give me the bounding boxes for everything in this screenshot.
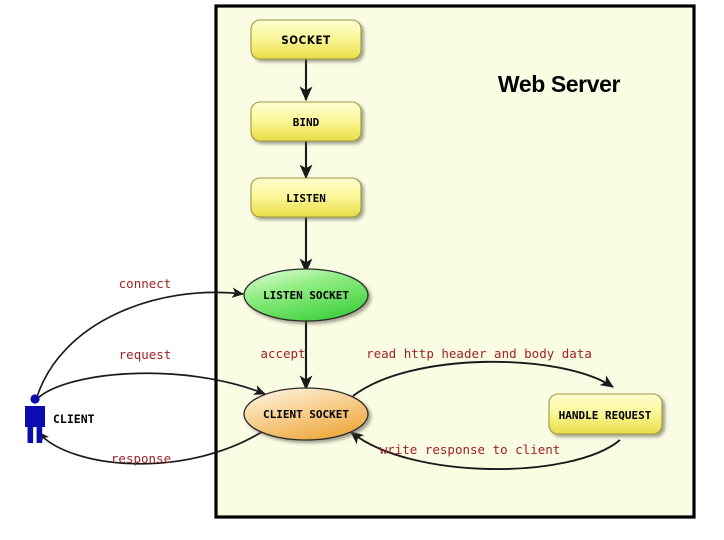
socket-box[interactable] [250,19,362,60]
edge-read-request [352,360,614,397]
handle-request-label: HANDLE REQUEST [559,409,652,422]
bind-box[interactable] [250,101,362,142]
listen-socket-label: LISTEN SOCKET [263,289,349,302]
web-server-container [214,4,696,519]
node-socket[interactable]: SOCKET [250,19,362,60]
edge-label-request: request [119,347,172,362]
edge-label-accept: accept [260,346,305,361]
arrow-request [35,372,266,401]
client-leg-right-icon [36,426,43,443]
listen-box[interactable] [250,177,362,218]
client-actor[interactable]: CLIENT [25,394,95,443]
client-actor-label: CLIENT [53,412,95,426]
client-leg-left-icon [27,426,34,443]
listen-socket-ellipse[interactable] [243,268,369,322]
node-client-socket[interactable]: CLIENT SOCKET [243,387,369,441]
edge-label-connect: connect [119,276,172,291]
edge-write-response [350,431,621,470]
web-server-title: Web Server [498,71,621,97]
edge-label-response: response [111,451,171,466]
node-listen-socket[interactable]: LISTEN SOCKET [243,268,369,322]
edge-connect [35,287,244,401]
edge-response [37,427,269,465]
socket-label: SOCKET [281,33,331,47]
client-socket-label: CLIENT SOCKET [263,408,349,421]
handle-request-box[interactable] [548,393,663,435]
edge-label-write-response: write response to client [380,442,561,457]
client-torso-icon [25,406,45,427]
client-head-icon [30,394,40,404]
bind-label: BIND [293,116,320,129]
web-server-boundary [214,4,696,519]
edge-request [35,372,266,401]
arrow-connect [35,287,244,401]
node-bind[interactable]: BIND [250,101,362,142]
node-handle-request[interactable]: HANDLE REQUEST [548,393,663,435]
arrow-response [37,427,269,465]
client-socket-ellipse[interactable] [243,387,369,441]
listen-label: LISTEN [286,192,326,205]
node-listen[interactable]: LISTEN [250,177,362,218]
arrow-read-request [352,360,614,397]
edge-label-read-request: read http header and body data [366,346,592,361]
arrow-write-response [350,431,621,470]
